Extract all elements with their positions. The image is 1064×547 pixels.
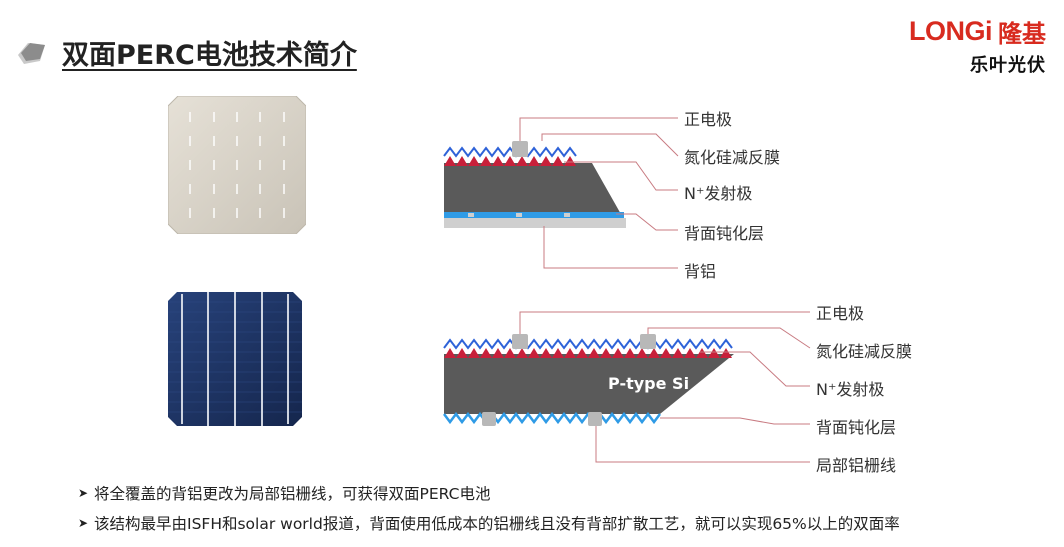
arrow-bullet-icon: ➤ [78, 486, 89, 500]
slide-bullet-icon [18, 43, 45, 64]
top-label-front-electrode: 正电极 [684, 110, 733, 129]
logo-subtitle: 乐叶光伏 [970, 55, 1046, 76]
top-label-sinx-arc: 氮化硅减反膜 [684, 148, 781, 167]
cross-section-diagrams: 正电极 氮化硅减反膜 N⁺发射极 背面钝化层 背铝 P-type Si 正电极 … [430, 96, 1050, 486]
bottom-label-sinx-arc: 氮化硅减反膜 [816, 342, 913, 361]
top-label-n-emitter: N⁺发射极 [684, 184, 753, 203]
monofacial-cell-image [168, 96, 306, 234]
bottom-label-n-emitter: N⁺发射极 [816, 380, 885, 399]
p-type-si-label: P-type Si [608, 374, 690, 393]
bullet-item: ➤ 该结构最早由ISFH和solar world报道，背面使用低成本的铝栅线且没… [78, 508, 900, 538]
bullet-item: ➤ 将全覆盖的背铝更改为局部铝栅线，可获得双面PERC电池 [78, 478, 900, 508]
bottom-label-rear-passivation: 背面钝化层 [816, 418, 897, 437]
bottom-label-local-al-fingers: 局部铝栅线 [816, 456, 897, 475]
bullet-text: 将全覆盖的背铝更改为局部铝栅线，可获得双面PERC电池 [94, 485, 491, 503]
bullet-list: ➤ 将全覆盖的背铝更改为局部铝栅线，可获得双面PERC电池 ➤ 该结构最早由IS… [78, 478, 900, 538]
bottom-cross-section [443, 311, 811, 463]
top-label-rear-aluminium: 背铝 [684, 262, 717, 281]
title-row: 双面PERC电池技术简介 [14, 30, 357, 74]
bullet-text: 该结构最早由ISFH和solar world报道，背面使用低成本的铝栅线且没有背… [94, 515, 900, 533]
bottom-label-front-electrode: 正电极 [816, 304, 865, 323]
top-cross-section [443, 117, 679, 269]
arrow-bullet-icon: ➤ [78, 516, 89, 530]
bifacial-cell-image [168, 292, 302, 426]
top-label-rear-passivation: 背面钝化层 [684, 224, 765, 243]
company-logo: LONGi 隆基 乐叶光伏 [909, 14, 1046, 77]
logo-brand-en: LONGi [909, 16, 993, 46]
logo-brand-cn: 隆基 [998, 20, 1046, 48]
page-title: 双面PERC电池技术简介 [62, 39, 357, 71]
